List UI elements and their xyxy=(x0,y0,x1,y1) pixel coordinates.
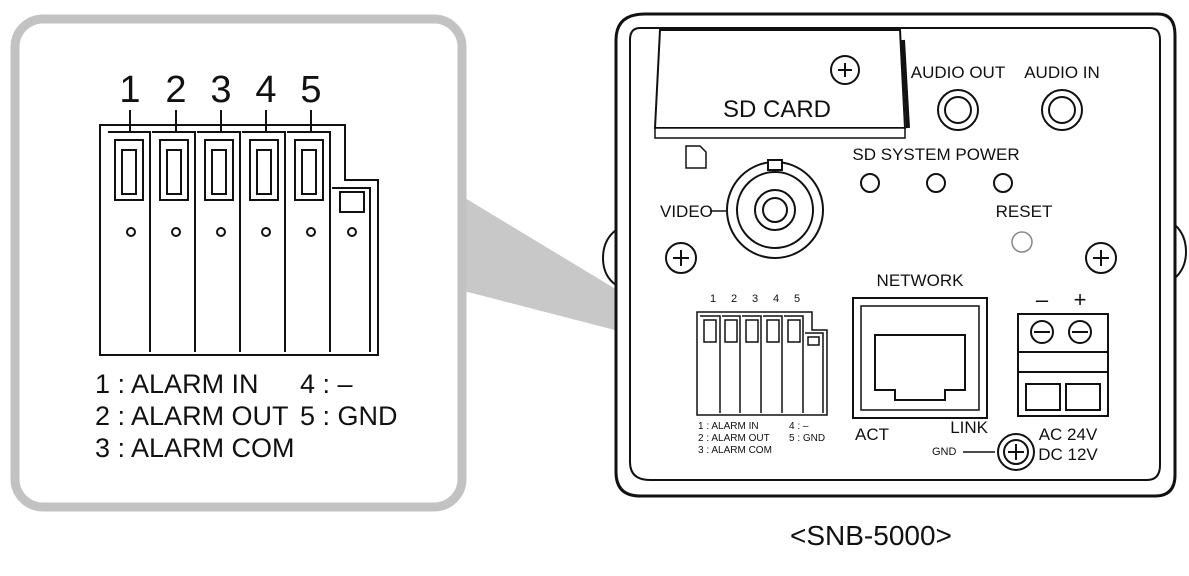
terminal-pin-5: 5 xyxy=(794,293,800,305)
power-terminal-block[interactable] xyxy=(1017,313,1109,417)
act-led-label: ACT xyxy=(855,425,889,444)
terminal-pin-2: 2 xyxy=(731,293,737,305)
reset-button[interactable] xyxy=(1011,231,1033,253)
zoom-legend-pin4: 4 : – xyxy=(300,369,353,399)
power-led-icon xyxy=(993,173,1013,193)
terminal-pin-3: 3 xyxy=(752,293,758,305)
terminal-legend-alarm-com: 3 : ALARM COM xyxy=(698,445,772,456)
power-minus-label: – xyxy=(1036,287,1049,312)
zoom-legend-gnd: 5 : GND xyxy=(300,401,398,431)
right-panel-screw-icon xyxy=(1085,242,1117,274)
terminal-legend-pin4: 4 : – xyxy=(789,421,809,432)
sd-led-icon xyxy=(860,173,880,193)
model-caption: <SNB-5000> xyxy=(790,520,952,551)
ground-screw-icon xyxy=(997,433,1035,471)
video-label: VIDEO xyxy=(660,202,713,221)
audio-out-jack[interactable] xyxy=(937,89,979,131)
status-leds-label: SD SYSTEM POWER xyxy=(852,145,1019,164)
zoom-pin-4: 4 xyxy=(255,69,276,111)
system-led-icon xyxy=(926,173,946,193)
network-label: NETWORK xyxy=(877,271,965,290)
link-led-label: LINK xyxy=(950,418,988,437)
terminal-pin-4: 4 xyxy=(773,293,779,305)
terminal-legend-alarm-out: 2 : ALARM OUT xyxy=(698,433,770,444)
audio-in-label: AUDIO IN xyxy=(1024,63,1100,82)
zoom-pin-3: 3 xyxy=(210,69,231,111)
power-ac-label: AC 24V xyxy=(1039,425,1098,444)
terminal-pin-1: 1 xyxy=(710,293,716,305)
power-dc-label: DC 12V xyxy=(1038,445,1098,464)
power-plus-label: + xyxy=(1074,287,1087,312)
audio-in-jack[interactable] xyxy=(1041,89,1083,131)
terminal-legend-alarm-in: 1 : ALARM IN xyxy=(698,421,759,432)
audio-out-label: AUDIO OUT xyxy=(911,63,1005,82)
zoom-legend-alarm-com: 3 : ALARM COM xyxy=(95,433,295,463)
alarm-terminal-block[interactable] xyxy=(696,311,828,416)
sd-card-icon xyxy=(685,145,707,169)
sd-card-label: SD CARD xyxy=(723,96,831,123)
gnd-label: GND xyxy=(932,446,957,458)
network-rj45-port[interactable] xyxy=(852,297,988,419)
alarm-terminal-block-enlarged xyxy=(99,110,379,356)
left-panel-screw-icon xyxy=(665,242,697,274)
terminal-legend-gnd: 5 : GND xyxy=(789,433,825,444)
zoom-pin-5: 5 xyxy=(300,69,321,111)
zoom-legend-alarm-out: 2 : ALARM OUT xyxy=(95,401,289,431)
zoom-legend-alarm-in: 1 : ALARM IN xyxy=(95,369,259,399)
zoom-pin-1: 1 xyxy=(119,69,140,111)
reset-label: RESET xyxy=(996,202,1053,221)
video-bnc-connector[interactable] xyxy=(726,159,824,259)
sd-card-slot xyxy=(653,29,910,139)
zoom-pin-2: 2 xyxy=(165,69,186,111)
